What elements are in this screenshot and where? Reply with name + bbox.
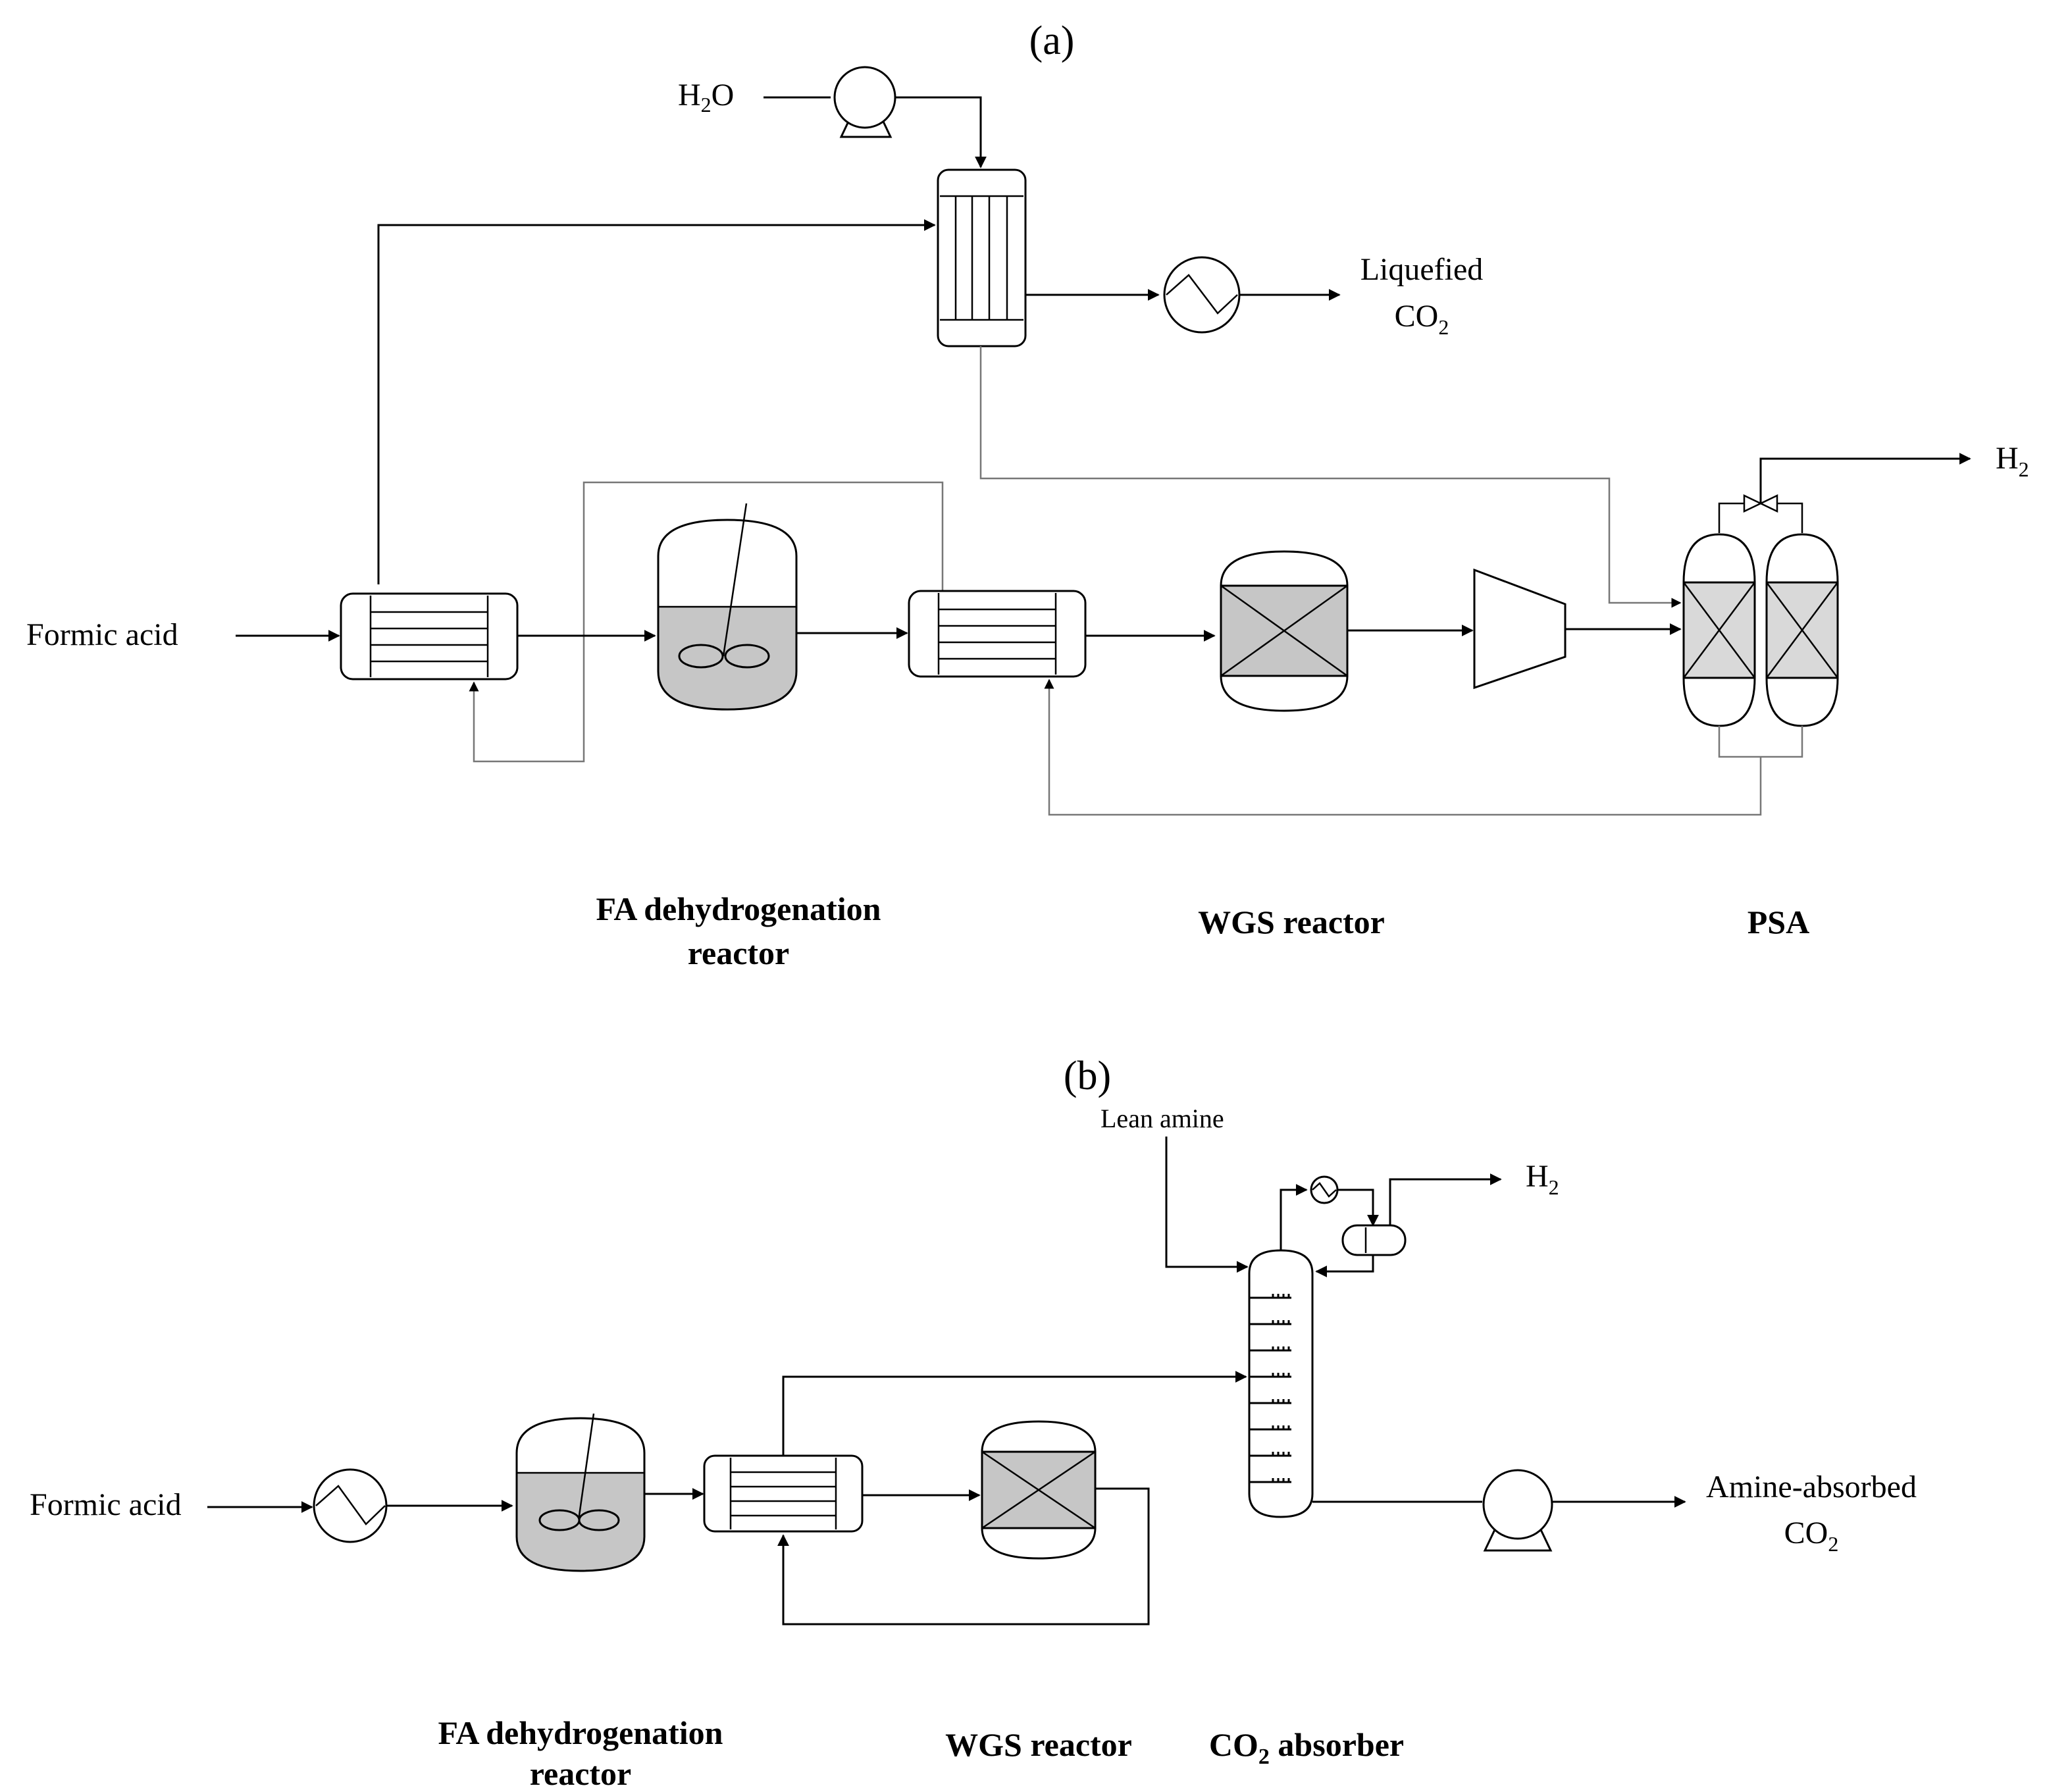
cooler-to-drum-line: [1337, 1189, 1379, 1227]
h2-product-label-a: H2: [1996, 441, 2029, 481]
wgs-reactor-a: [1220, 550, 1349, 712]
psa-label: PSA: [1747, 904, 1809, 940]
liquefied-co2-formula: CO2: [1395, 299, 1449, 339]
lean-amine-label: Lean amine: [1100, 1104, 1224, 1133]
fa-dehydrogenation-reactor-b: [515, 1413, 646, 1572]
reactor-label-b-line2: reactor: [530, 1755, 632, 1792]
compressor: [1473, 568, 1566, 690]
amine-co2-label: Amine-absorbed: [1706, 1470, 1917, 1504]
absorber-tray: [1249, 1294, 1291, 1299]
absorber-tray: [1249, 1452, 1291, 1457]
water-pump: [833, 66, 896, 138]
feed-label-a: Formic acid: [26, 617, 178, 652]
fa-dehydrogenation-reactor-a: [657, 503, 798, 711]
psa-unit: [1682, 533, 1839, 727]
co2-cooler: [1163, 256, 1241, 334]
absorber-overhead-line: [1280, 1184, 1308, 1250]
liquefied-co2-label: Liquefied: [1360, 252, 1484, 287]
hot-gas-to-condenser-line: [377, 219, 936, 584]
reactor-effluent-exchanger-b: [703, 1454, 864, 1533]
wgs-reactor-b: [981, 1420, 1097, 1560]
feed-preheater-exchanger: [340, 592, 519, 680]
absorber-label: CO2 absorber: [1209, 1726, 1404, 1769]
wgs-recycle-loop-b: [777, 1487, 1150, 1626]
psa-valve-icon: [1743, 494, 1778, 513]
psa-top-header-left: [1718, 502, 1744, 533]
absorber-tray: [1249, 1478, 1291, 1483]
reactor-label-a-line2: reactor: [688, 934, 790, 971]
feed-heater-b: [313, 1468, 388, 1543]
drum-reflux-line: [1315, 1255, 1374, 1277]
h2-product-line-a: [1759, 453, 1971, 503]
condenser-gas-to-psa-line: [979, 346, 1682, 608]
absorber-tray: [1249, 1399, 1291, 1404]
panel-b-label: (b): [1064, 1054, 1111, 1098]
co2-absorber-column: [1248, 1249, 1314, 1518]
exchanger-to-absorber-line: [782, 1371, 1247, 1456]
amine-co2-formula: CO2: [1784, 1516, 1839, 1556]
psa-top-header-right: [1777, 502, 1803, 533]
reactor-effluent-exchanger-a: [908, 590, 1087, 678]
psa-tail-gas-header: [1718, 726, 1803, 758]
psa-tail-gas-recycle-line: [1044, 678, 1762, 816]
h2-product-line-b: [1389, 1173, 1502, 1225]
lean-amine-line: [1165, 1137, 1249, 1273]
absorber-tray: [1249, 1346, 1291, 1352]
water-feed-label: H2O: [678, 78, 734, 116]
absorber-tray: [1249, 1320, 1291, 1325]
absorber-tray: [1249, 1373, 1291, 1378]
pump-to-condenser-line: [895, 96, 987, 168]
reactor-label-b-line1: FA dehydrogenation: [438, 1714, 723, 1751]
panel-a-label: (a): [1029, 18, 1075, 63]
absorber-tray: [1249, 1425, 1291, 1431]
wgs-label-b: WGS reactor: [945, 1726, 1132, 1763]
co2-condenser-exchanger: [937, 168, 1027, 347]
wgs-label-a: WGS reactor: [1198, 904, 1385, 940]
overhead-cooler: [1310, 1175, 1339, 1204]
reflux-drum: [1341, 1224, 1407, 1256]
feed-label-b: Formic acid: [30, 1487, 182, 1522]
amine-pump: [1482, 1469, 1553, 1552]
recycle-heat-loop-line: [469, 481, 944, 763]
h2-product-label-b: H2: [1526, 1159, 1559, 1199]
reactor-label-a-line1: FA dehydrogenation: [596, 890, 881, 927]
